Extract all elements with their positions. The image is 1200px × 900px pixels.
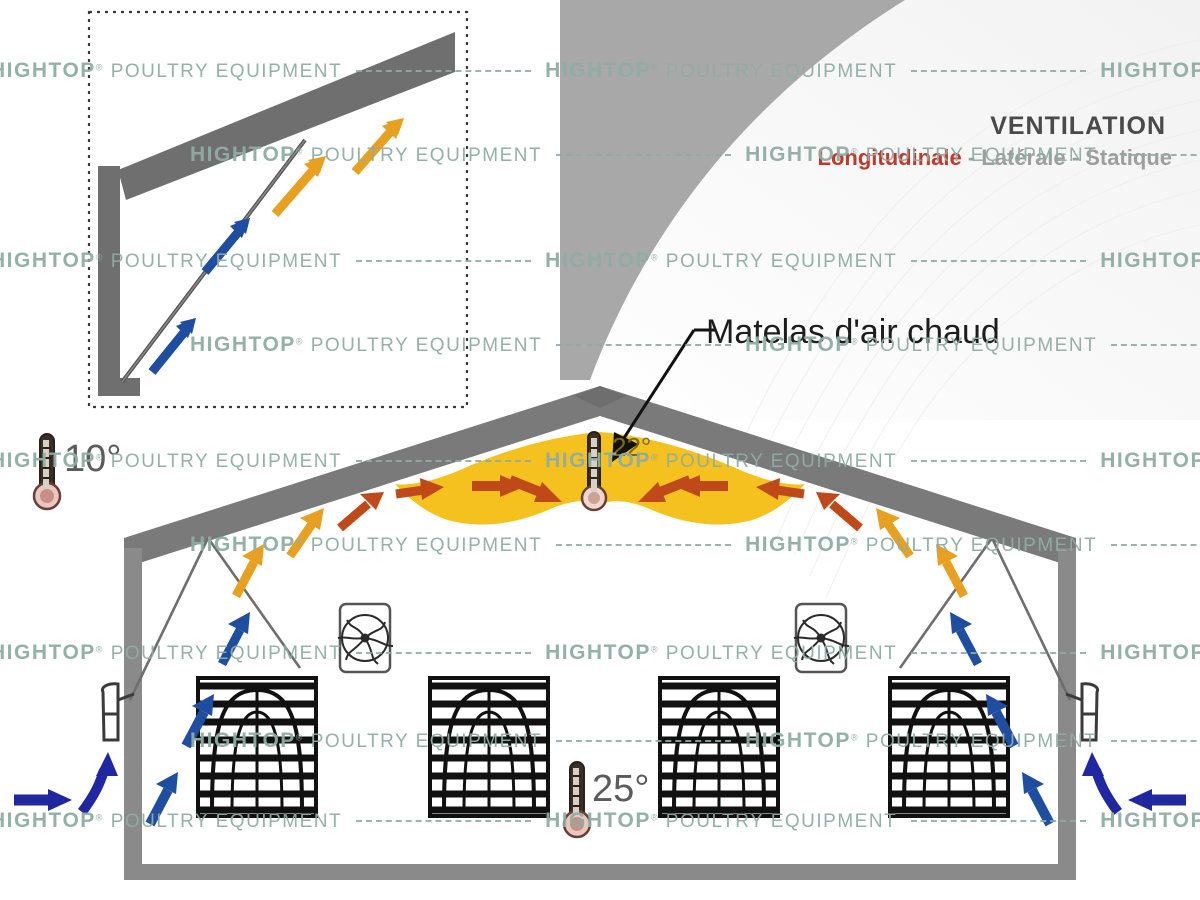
inset-roof-slab xyxy=(118,32,455,200)
callout-label: Matelas d'air chaud xyxy=(706,313,1000,351)
arrow-ridge-converge-left-inner xyxy=(508,475,562,502)
arrow-warm-interior-left-2 xyxy=(286,508,324,559)
inlet-baffle-right xyxy=(898,537,994,669)
arrow-cold-interior-right-3 xyxy=(950,612,982,667)
arrow-warm-interior-right-2 xyxy=(876,508,914,559)
louvered-vent-panel-3 xyxy=(658,676,780,818)
roof-ridge-cap xyxy=(574,386,626,408)
arrow-ridge-converge-left-outer xyxy=(395,478,444,500)
circulation-fan-right xyxy=(793,602,850,674)
arrow-hot-interior-right-1 xyxy=(816,492,863,532)
arrow-cold-interior-right-2 xyxy=(986,694,1019,749)
inlet-baffle-left-lower xyxy=(128,537,210,701)
temperature-outside-value: 10° xyxy=(64,438,122,480)
arrow-cold-exterior-right-horizontal xyxy=(1128,789,1186,811)
arrow-warm-interior-left-1 xyxy=(232,544,264,599)
inset-arrow-warm-1 xyxy=(271,156,326,217)
arrow-cold-exterior-right-rising xyxy=(1082,752,1123,815)
thermometer-outside xyxy=(32,433,62,511)
louvered-vent-panel-2 xyxy=(428,676,550,818)
wall-left xyxy=(124,548,142,870)
thermometer-ridge xyxy=(580,431,608,512)
sidewall-air-inlet-left xyxy=(101,682,135,742)
sidewall-air-inlet-right xyxy=(1065,682,1099,742)
louvered-vent-panel-1 xyxy=(196,676,318,818)
arrow-hot-interior-left-1 xyxy=(337,492,384,532)
arrow-cold-interior-left-3 xyxy=(218,612,250,667)
wall-right xyxy=(1058,548,1076,870)
arrow-cold-interior-right-1 xyxy=(1022,772,1055,827)
inset-arrow-cold-2 xyxy=(201,218,250,275)
circulation-fan-left xyxy=(337,602,394,674)
inset-arrow-cold-1 xyxy=(148,318,196,375)
subtitle-highlight: Longitudinale xyxy=(817,145,962,170)
floor-slab xyxy=(124,864,1076,880)
inset-arrow-warm-2 xyxy=(351,118,404,175)
page-title: VENTILATION xyxy=(990,112,1166,140)
page-subtitle: Longitudinale - Latérale - Statique xyxy=(818,145,1172,171)
roof-right xyxy=(600,386,1076,568)
arrow-cold-interior-left-2 xyxy=(181,694,214,749)
inlet-baffle-left xyxy=(206,537,302,669)
thermometer-floor xyxy=(562,761,592,839)
inset-wall-foot xyxy=(98,378,140,396)
arrow-ridge-converge-right-mid xyxy=(674,475,728,497)
inset-border xyxy=(87,10,469,409)
arrow-ridge-converge-right-outer xyxy=(756,478,805,500)
arrow-cold-interior-left-1 xyxy=(145,772,178,827)
temperature-ridge-value: 22° xyxy=(612,432,652,462)
arrow-cold-exterior-left-rising xyxy=(77,752,118,815)
arrow-warm-interior-right-1 xyxy=(936,544,968,599)
callout-leader xyxy=(612,328,716,462)
subtitle-rest: - Latérale - Statique xyxy=(961,145,1172,170)
inlet-baffle-right-lower xyxy=(990,537,1072,701)
arrow-cold-exterior-left-horizontal xyxy=(14,789,72,811)
roof-left xyxy=(124,386,600,568)
temperature-floor-value: 25° xyxy=(592,768,650,810)
inset-wall xyxy=(98,166,120,392)
